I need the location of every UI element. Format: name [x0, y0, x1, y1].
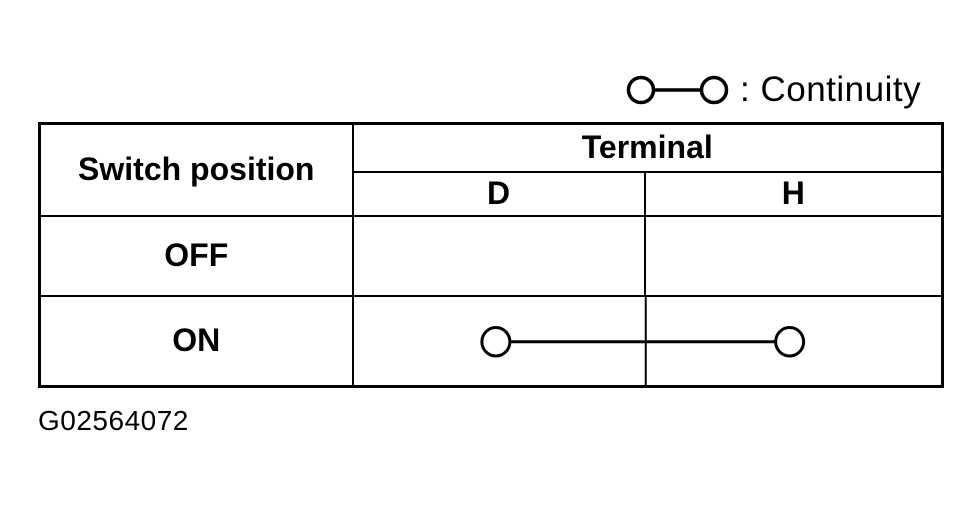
- continuity-table: Switch position Terminal D H OFF ON: [38, 122, 944, 388]
- continuity-legend: : Continuity: [626, 68, 921, 112]
- row-on-continuity-cell: [351, 294, 944, 388]
- terminal-header: Terminal: [351, 122, 944, 173]
- row-off-cell-h: [643, 214, 944, 297]
- row-on-label: ON: [38, 294, 354, 388]
- continuity-legend-label: : Continuity: [740, 70, 922, 109]
- figure-id: G02564072: [38, 405, 189, 436]
- terminal-column-d: D: [351, 170, 646, 217]
- continuity-symbol-icon: [626, 72, 730, 108]
- switch-position-header: Switch position: [38, 122, 354, 217]
- row-off-label: OFF: [38, 214, 354, 297]
- continuity-mark-icon: [479, 297, 805, 384]
- row-off-cell-d: [351, 214, 646, 297]
- terminal-column-h: H: [643, 170, 944, 217]
